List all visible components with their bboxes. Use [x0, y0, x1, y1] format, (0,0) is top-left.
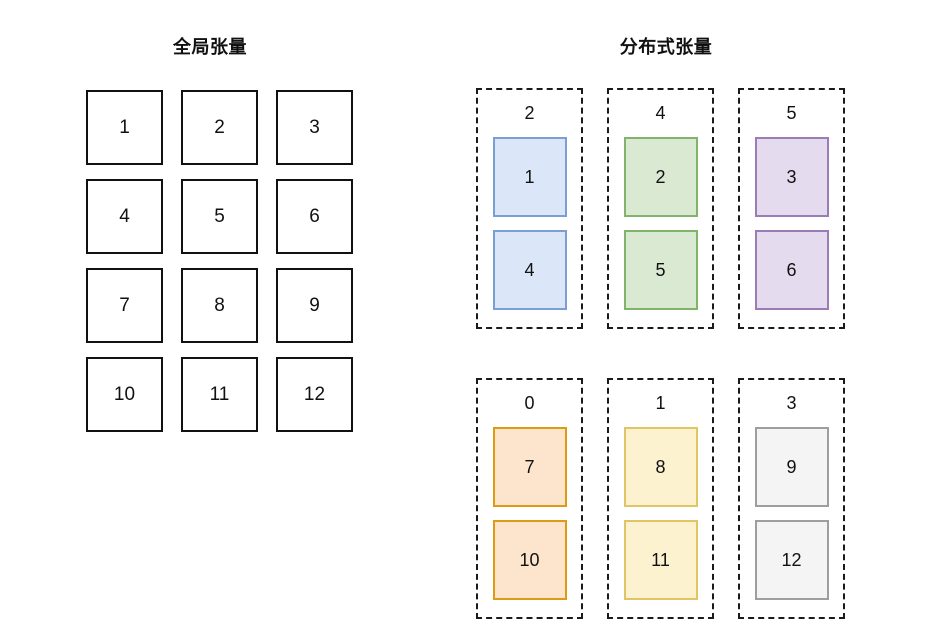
- distributed-cell: 5: [623, 230, 698, 310]
- distributed-cell: 1: [492, 137, 567, 217]
- global-cell: 7: [86, 268, 163, 343]
- distributed-cell: 11: [623, 520, 698, 600]
- global-cell: 10: [86, 357, 163, 432]
- distributed-tensor-title: 分布式张量: [619, 37, 713, 57]
- global-cell: 1: [86, 90, 163, 165]
- global-cell: 2: [181, 90, 258, 165]
- distributed-group: 3 9 12: [738, 378, 845, 619]
- global-cell: 9: [276, 268, 353, 343]
- distributed-cell: 4: [492, 230, 567, 310]
- distributed-group: 0 7 10: [476, 378, 583, 619]
- global-cell: 8: [181, 268, 258, 343]
- global-cell: 12: [276, 357, 353, 432]
- distributed-cell: 9: [754, 427, 829, 507]
- distributed-cell: 8: [623, 427, 698, 507]
- global-cell: 3: [276, 90, 353, 165]
- distributed-group: 4 2 5: [607, 88, 714, 329]
- distributed-group: 5 3 6: [738, 88, 845, 329]
- global-cell: 11: [181, 357, 258, 432]
- global-tensor-title: 全局张量: [173, 37, 247, 57]
- group-rank-label: 4: [655, 103, 666, 123]
- group-rank-label: 5: [786, 103, 797, 123]
- distributed-group: 2 1 4: [476, 88, 583, 329]
- group-rank-label: 1: [655, 393, 666, 413]
- distributed-cell: 7: [492, 427, 567, 507]
- global-cell: 5: [181, 179, 258, 254]
- global-cell: 4: [86, 179, 163, 254]
- group-rank-label: 3: [786, 393, 797, 413]
- group-rank-label: 0: [524, 393, 535, 413]
- group-rank-label: 2: [524, 103, 535, 123]
- distributed-cell: 2: [623, 137, 698, 217]
- distributed-cell: 12: [754, 520, 829, 600]
- global-cell: 6: [276, 179, 353, 254]
- distributed-cell: 6: [754, 230, 829, 310]
- distributed-cell: 10: [492, 520, 567, 600]
- distributed-cell: 3: [754, 137, 829, 217]
